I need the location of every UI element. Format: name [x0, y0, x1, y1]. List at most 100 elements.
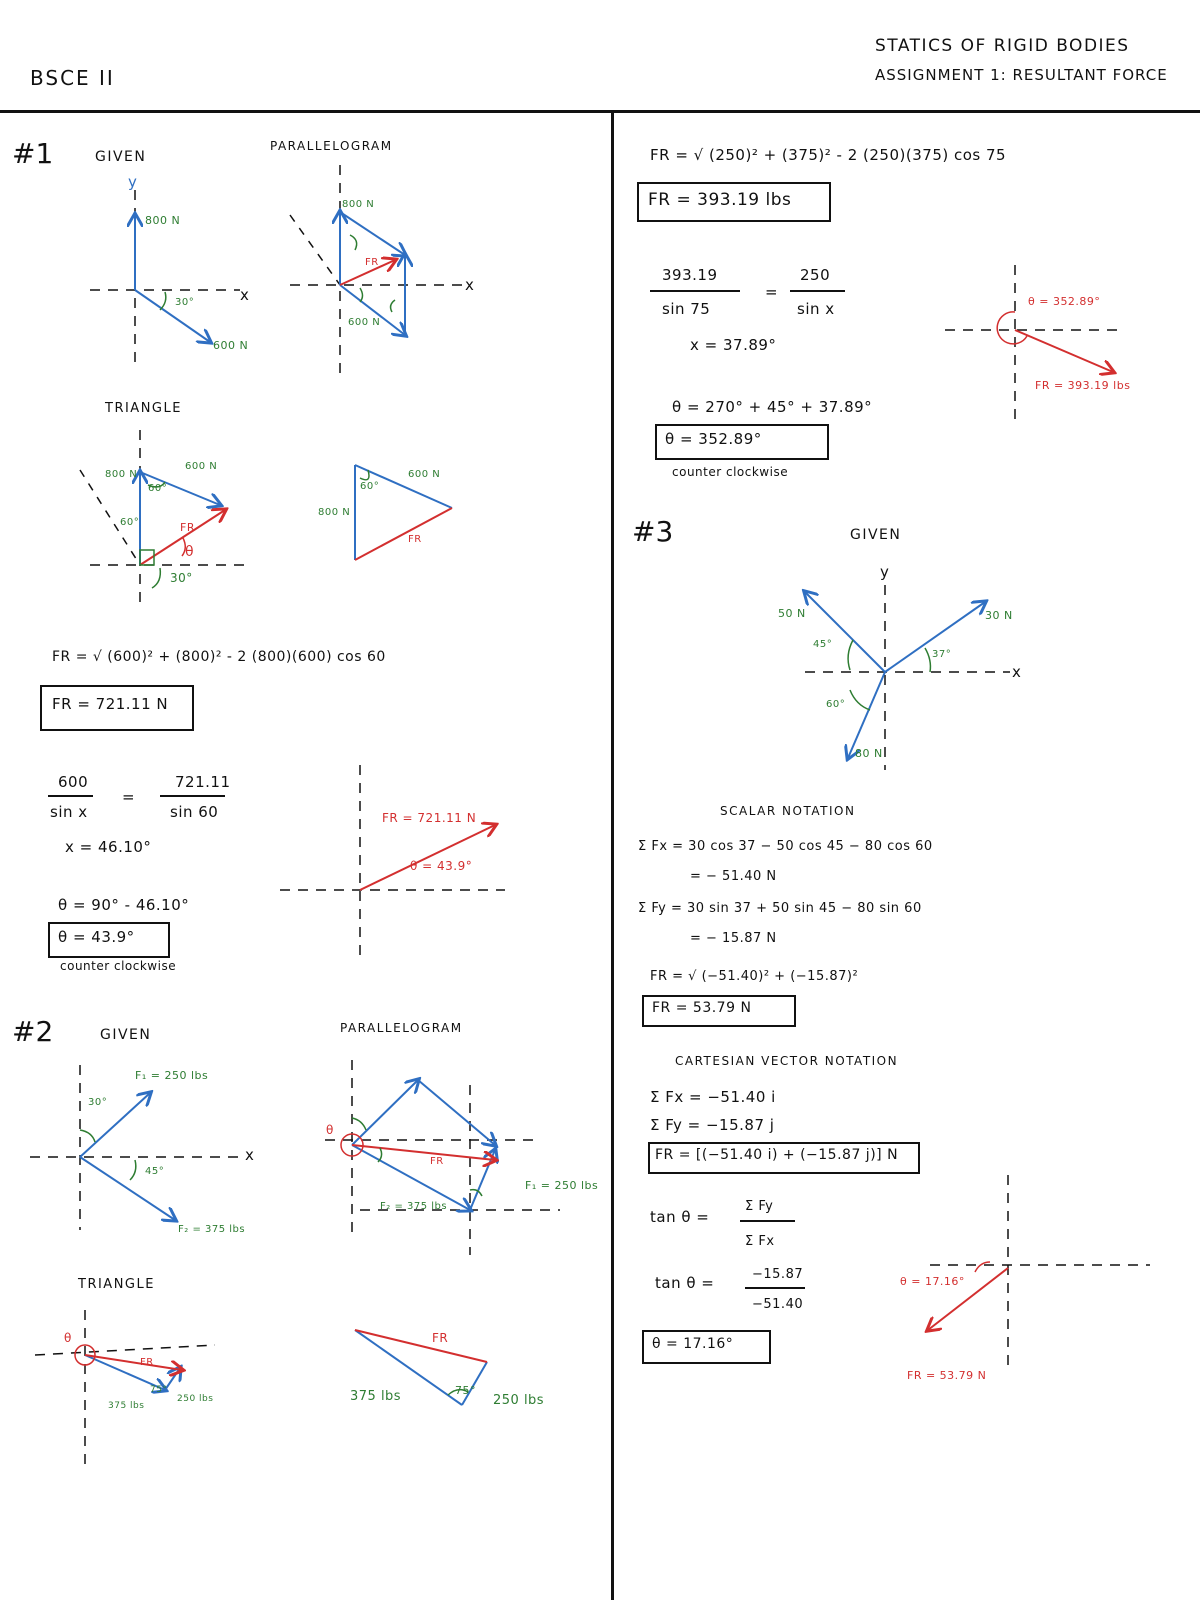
p2-para-f1: F₁ = 250 lbs: [525, 1179, 599, 1192]
p3-37-label: 37°: [932, 649, 952, 660]
p2-para-theta: θ: [326, 1123, 334, 1137]
p3-theta-result: θ = 17.16°: [652, 1336, 734, 1352]
p1-x-axis: x: [240, 286, 250, 304]
p3-number: #3: [632, 515, 674, 548]
p2-f1-label: F₁ = 250 lbs: [135, 1069, 209, 1082]
p2-ratio-bar-right: [790, 290, 845, 292]
p2-f2-label: F₂ = 375 lbs: [178, 1224, 246, 1235]
p1-result-theta-label: θ = 43.9°: [410, 859, 473, 873]
p2-parallelogram-label: PARALLELOGRAM: [340, 1021, 463, 1035]
p2-theta-equation: θ = 270° + 45° + 37.89°: [672, 398, 873, 416]
assignment-title: ASSIGNMENT 1: RESULTANT FORCE: [875, 66, 1168, 84]
p1-ratio-bar-right: [160, 795, 225, 797]
p3-tan-den1: Σ Fx: [745, 1234, 775, 1249]
p2-ratio-den-right: sin x: [797, 300, 835, 318]
p2-ccw: counter clockwise: [672, 465, 789, 479]
p2-ratio-num-right: 250: [800, 266, 831, 284]
p1-tri-30: 30°: [170, 571, 193, 585]
p3-45-label: 45°: [813, 639, 833, 650]
p1-tri-60b: 60°: [120, 517, 140, 528]
p1-result-diagram: [280, 765, 505, 955]
p3-tan-bar2: [745, 1287, 805, 1289]
p1-theta-result: θ = 43.9°: [58, 928, 135, 946]
p3-tan-num2: −15.87: [752, 1267, 804, 1282]
p3-80-label: 80 N: [855, 747, 883, 760]
p3-scalar-sfy: Σ Fy = 30 sin 37 + 50 sin 45 − 80 sin 60: [638, 901, 922, 916]
p3-result-theta-label: θ = 17.16°: [900, 1275, 965, 1288]
p3-theta-result-box: [642, 1330, 771, 1364]
subject-title: STATICS OF RIGID BODIES: [875, 36, 1130, 56]
p3-tan-num1: Σ Fy: [745, 1199, 774, 1214]
p1-tri2-fr: FR: [408, 534, 422, 545]
p2-para-fr: FR: [430, 1156, 444, 1167]
p2-para-f2: F₂ = 375 lbs: [380, 1201, 448, 1212]
p2-tri2-75: 75°: [455, 1384, 476, 1397]
p1-given-label: GIVEN: [95, 149, 147, 165]
p3-fr-result-box: [642, 995, 796, 1027]
p1-tri2-60: 60°: [360, 481, 380, 492]
p3-tan-line2: tan θ =: [655, 1274, 715, 1292]
p1-ratio-num-left: 600: [58, 773, 89, 791]
column-divider: [611, 112, 614, 1600]
p1-x-result: x = 46.10°: [65, 838, 152, 856]
p2-30-label: 30°: [88, 1097, 108, 1108]
p3-y-axis: y: [880, 563, 890, 581]
p3-given-label: GIVEN: [850, 527, 902, 543]
p2-result-fr-label: FR = 393.19 lbs: [1035, 379, 1131, 392]
p3-tan-bar1: [740, 1220, 795, 1222]
p2-fr-result-box: [637, 182, 831, 222]
header-divider: [0, 110, 1200, 113]
p3-scalar-sfy-result: = − 15.87 N: [690, 931, 777, 946]
p3-50-label: 50 N: [778, 607, 806, 620]
p2-result-theta-label: θ = 352.89°: [1028, 295, 1101, 308]
p1-800-label: 800 N: [145, 214, 181, 227]
p3-result-diagram: [928, 1175, 1150, 1370]
p2-number: #2: [12, 1015, 54, 1048]
p1-tri2-600: 600 N: [408, 469, 441, 480]
p2-tri-250: 250 lbs: [177, 1394, 214, 1404]
p2-ratio-bar-left: [650, 290, 740, 292]
p1-fr-result-box: [40, 685, 194, 731]
p3-30-label: 30 N: [985, 609, 1013, 622]
p1-ratio-bar-left: [48, 795, 93, 797]
p3-scalar-heading: SCALAR NOTATION: [720, 804, 856, 818]
p1-force-600-arrow: [134, 289, 210, 342]
p2-result-diagram: [945, 265, 1120, 425]
p3-60-label: 60°: [826, 699, 846, 710]
p1-ratio-den-left: sin x: [50, 803, 88, 821]
p1-tri-theta: θ: [185, 544, 195, 560]
p1-fr-equation: FR = √ (600)² + (800)² - 2 (800)(600) co…: [52, 649, 386, 665]
p2-parallelogram-diagram: [325, 1060, 560, 1255]
p1-parallelogram-label: PARALLELOGRAM: [270, 139, 393, 153]
p3-fr-result: FR = 53.79 N: [652, 1000, 752, 1016]
p1-result-fr-label: FR = 721.11 N: [382, 811, 477, 825]
p3-tan-den2: −51.40: [752, 1297, 804, 1312]
p1-600-label: 600 N: [213, 339, 249, 352]
p1-ratio-den-right: sin 60: [170, 803, 219, 821]
p2-tri-75: 75°: [150, 1385, 168, 1395]
p2-triangle-diagram: [34, 1310, 216, 1470]
p1-para-600: 600 N: [348, 317, 381, 328]
p2-ratio-num-left: 393.19: [662, 266, 718, 284]
p2-tri2-375: 375 lbs: [350, 1389, 402, 1404]
p1-tri2-800: 800 N: [318, 507, 351, 518]
p2-45-label: 45°: [145, 1166, 165, 1177]
p1-para-800: 800 N: [342, 199, 375, 210]
p1-number: #1: [12, 137, 54, 170]
p1-fr-result: FR = 721.11 N: [52, 695, 169, 713]
p1-tri-600: 600 N: [185, 461, 218, 472]
p1-theta-result-box: [48, 922, 170, 958]
p2-theta-result: θ = 352.89°: [665, 430, 762, 448]
p2-tri-theta: θ: [64, 1331, 72, 1345]
p3-cartesian-fx: Σ Fx = −51.40 i: [650, 1088, 776, 1106]
p2-tri-375: 375 lbs: [108, 1401, 145, 1411]
p2-fr-equation: FR = √ (250)² + (375)² - 2 (250)(375) co…: [650, 146, 1007, 164]
p2-x-result: x = 37.89°: [690, 336, 777, 354]
p1-ccw: counter clockwise: [60, 959, 177, 973]
p2-tri2-250: 250 lbs: [493, 1393, 545, 1408]
p2-ratio-eq: =: [765, 283, 779, 301]
p3-cartesian-fy: Σ Fy = −15.87 j: [650, 1116, 775, 1134]
p1-30-label: 30°: [175, 297, 195, 308]
p1-theta-equation: θ = 90° - 46.10°: [58, 896, 190, 914]
p2-theta-result-box: [655, 424, 829, 460]
